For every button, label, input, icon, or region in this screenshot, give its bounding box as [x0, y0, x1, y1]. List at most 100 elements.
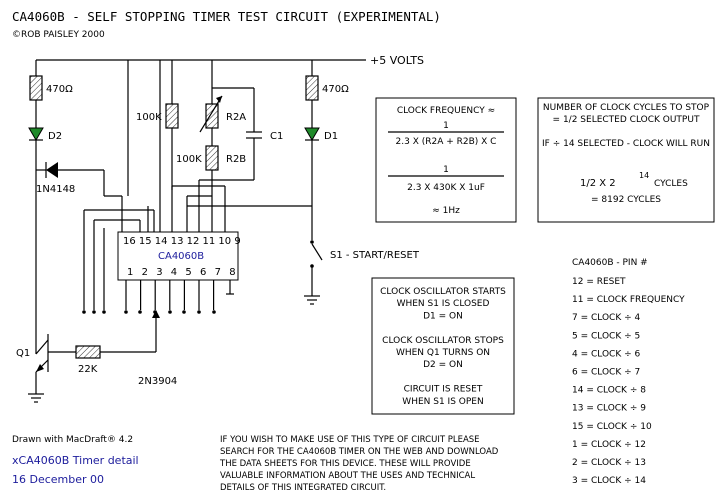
oscillator-note-line: D2 = ON	[423, 360, 463, 370]
clock-freq-den1: 2.3 X (R2A + R2B) X C	[396, 137, 497, 147]
r22k-label: 22K	[78, 364, 98, 375]
clock-freq-num2: 1	[443, 165, 449, 175]
clock-freq-den2: 2.3 X 430K X 1uF	[407, 183, 485, 193]
r-led1-label: 470Ω	[322, 84, 349, 95]
transistor-label: 2N3904	[138, 376, 177, 387]
cycles-line2: = 1/2 SELECTED CLOCK OUTPUT	[553, 115, 700, 125]
footer-note-line: SEARCH FOR THE CA4060B TIMER ON THE WEB …	[220, 447, 499, 457]
selector-tap-dot	[197, 310, 201, 314]
clock-freq-num1: 1	[443, 121, 449, 131]
supply-label: +5 VOLTS	[370, 54, 424, 67]
pin-table-row: 15 = CLOCK ÷ 10	[572, 422, 652, 432]
pin-table-row: 2 = CLOCK ÷ 13	[572, 458, 646, 468]
r2a-label: R2A	[226, 112, 246, 123]
oscillator-note-line: WHEN S1 IS OPEN	[402, 397, 483, 407]
clock-freq-heading: CLOCK FREQUENCY ≈	[397, 106, 495, 116]
ic-pin-8: 8	[229, 267, 235, 278]
selector-tap-dot	[102, 310, 106, 314]
file-date: 16 December 00	[12, 473, 104, 486]
s1-label: S1 - START/RESET	[330, 250, 420, 261]
pin-table-row: 13 = CLOCK ÷ 9	[572, 404, 646, 414]
selector-tap-dot	[182, 310, 186, 314]
file-name: xCA4060B Timer detail	[12, 454, 139, 467]
ic-ca4060b	[117, 231, 239, 281]
led-d1-icon	[304, 127, 320, 141]
diode-1n4148-icon	[46, 162, 58, 178]
oscillator-note-line: CLOCK OSCILLATOR STOPS	[382, 336, 504, 346]
resistor-100k	[165, 103, 179, 129]
selector-taps	[82, 280, 216, 314]
oscillator-box	[371, 277, 515, 415]
ic-pin-7: 7	[215, 267, 221, 278]
clock-freq-result: ≈ 1Hz	[432, 206, 460, 216]
cycles-line1: NUMBER OF CLOCK CYCLES TO STOP	[543, 103, 710, 113]
selector-tap-dot	[124, 310, 128, 314]
q1-label: Q1	[16, 348, 30, 359]
pin-table-row: 6 = CLOCK ÷ 7	[572, 368, 640, 378]
cycles-result: = 8192 CYCLES	[591, 195, 661, 205]
cycles-formula: 1/2 X 2	[580, 178, 616, 189]
c1-label: C1	[270, 131, 283, 142]
pin-table-row: 11 = CLOCK FREQUENCY	[572, 295, 685, 305]
selector-tap-dot	[168, 310, 172, 314]
resistor-470-right	[305, 75, 319, 101]
diagram-title: CA4060B - SELF STOPPING TIMER TEST CIRCU…	[12, 9, 441, 24]
ic-name: CA4060B	[158, 251, 204, 262]
ic-pin-4: 4	[171, 267, 177, 278]
copyright: ©ROB PAISLEY 2000	[12, 30, 105, 40]
selector-tap-dot	[212, 310, 216, 314]
pin-table-row: 14 = CLOCK ÷ 8	[572, 386, 646, 396]
ic-pin-1: 1	[127, 267, 133, 278]
cycles-line3: IF ÷ 14 SELECTED - CLOCK WILL RUN	[542, 139, 710, 149]
pin-table-row: 3 = CLOCK ÷ 14	[572, 476, 646, 486]
ic-pin-6: 6	[200, 267, 206, 278]
r2b-100k-label: 100K	[176, 154, 202, 165]
resistor-r2b	[205, 145, 219, 171]
oscillator-note-line: CLOCK OSCILLATOR STARTS	[380, 287, 506, 297]
pin-table-row: 5 = CLOCK ÷ 5	[572, 331, 640, 341]
pin-table-row: 7 = CLOCK ÷ 4	[572, 313, 640, 323]
footer-note: IF YOU WISH TO MAKE USE OF THIS TYPE OF …	[219, 435, 499, 493]
resistor-470-left	[29, 75, 43, 101]
d1-label: D1	[324, 131, 338, 142]
drawn-with: Drawn with MacDraft® 4.2	[12, 435, 133, 445]
clock-frequency-box	[375, 97, 517, 223]
resistor-22k	[75, 345, 101, 359]
pin-table-row: 12 = RESET	[572, 277, 626, 287]
footer-note-line: DETAILS OF THIS INTEGRATED CIRCUIT.	[220, 483, 386, 493]
ic-pin-2: 2	[142, 267, 148, 278]
selector-tap-dot	[92, 310, 96, 314]
r2b-label: R2B	[226, 154, 246, 165]
footer-note-line: THE DATA SHEETS FOR THIS DEVICE. THESE W…	[219, 459, 471, 469]
oscillator-note-line: CIRCUIT IS RESET	[404, 385, 483, 395]
cycles-exponent: 14	[639, 171, 649, 180]
footer-note-line: IF YOU WISH TO MAKE USE OF THIS TYPE OF …	[220, 435, 480, 445]
pin-table-heading: CA4060B - PIN #	[572, 258, 648, 268]
cycles-unit: CYCLES	[654, 179, 688, 189]
r100k-label: 100K	[136, 112, 162, 123]
r-led2-label: 470Ω	[46, 84, 73, 95]
pin-table: 12 = RESET 11 = CLOCK FREQUENCY 7 = CLOCK …	[572, 277, 685, 486]
pin-table-row: 1 = CLOCK ÷ 12	[572, 440, 646, 450]
led-d2-icon	[28, 127, 44, 141]
selector-tap-dot	[138, 310, 142, 314]
ic-pin-5: 5	[185, 267, 191, 278]
ic-top-pins: 16 15 14 13 12 11 10 9	[123, 236, 241, 247]
pin-table-row: 4 = CLOCK ÷ 6	[572, 349, 640, 359]
resistor-r2a	[205, 103, 219, 129]
cycles-box	[537, 97, 715, 223]
selector-tap-dot	[82, 310, 86, 314]
footer-note-line: VALUABLE INFORMATION ABOUT THE USES AND …	[220, 471, 475, 481]
oscillator-note-line: D1 = ON	[423, 311, 463, 321]
diode-label: 1N4148	[36, 184, 75, 195]
oscillator-notes: CLOCK OSCILLATOR STARTS WHEN S1 IS CLOSED…	[380, 287, 506, 407]
switch-s1-icon	[311, 243, 323, 261]
transistor-q1-icon	[35, 339, 49, 355]
d2-label: D2	[48, 131, 62, 142]
oscillator-note-line: WHEN Q1 TURNS ON	[396, 348, 490, 358]
oscillator-note-line: WHEN S1 IS CLOSED	[397, 299, 490, 309]
ic-pin-3: 3	[156, 267, 162, 278]
